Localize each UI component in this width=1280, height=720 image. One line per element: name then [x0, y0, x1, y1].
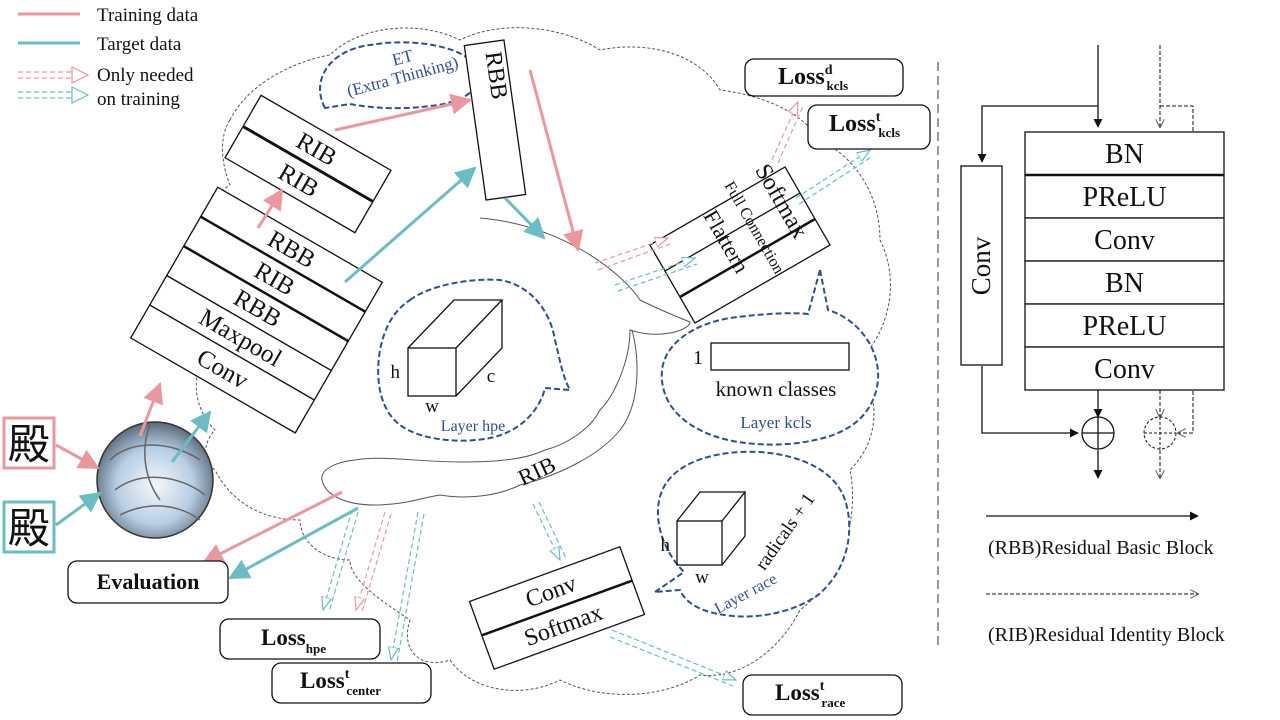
rib-legend-label: (RIB)Residual Identity Block: [988, 624, 1225, 646]
residual-stack-cell: [1024, 260, 1225, 305]
arrow-et-to-rbb: [334, 93, 473, 132]
loss-race-sup: t: [820, 679, 825, 694]
arrow-brain-to-backbone-target: [170, 410, 212, 463]
brain-ball: [96, 421, 214, 539]
legend-only-needed-line2: on training: [97, 89, 180, 110]
kcls-known-label: known classes: [716, 377, 837, 401]
arrow-training-to-brain: [55, 443, 100, 470]
residual-side-conv: [960, 165, 1003, 366]
loss-kcls-d-base: Loss: [778, 64, 825, 90]
kcls-vector-rect: [710, 342, 850, 371]
top-rbb-block: RBB: [463, 39, 527, 201]
loss-hpe-base: Loss: [261, 625, 306, 650]
residual-stack-cell: [1024, 303, 1225, 348]
target-char-text: 殿: [8, 507, 50, 553]
sum-circle-icon: [1081, 416, 1115, 450]
race-h-label: h: [661, 535, 671, 556]
arrow-rbb-down-target: [503, 196, 546, 240]
loss-kcls-t-sub: kcls: [878, 125, 900, 140]
arrow-target-to-brain: [55, 491, 102, 527]
loss-kcls-t-sup: t: [876, 110, 881, 125]
residual-stack-label: PReLU: [1083, 311, 1167, 342]
arrow-brain-to-backbone-train: [138, 382, 164, 437]
residual-side-conv-label: Conv: [966, 236, 996, 295]
dashed-arrows-to-classifier: [594, 238, 698, 292]
et-rib-block: RIB RIB: [224, 94, 392, 234]
arrow-backbone-to-et: [256, 188, 284, 229]
hpe-h-label: h: [391, 362, 401, 383]
dashed-arrows-to-kcls-losses: [771, 102, 874, 205]
et-bubble-line1: ET: [390, 46, 416, 70]
classifier-block: Flattern: [649, 166, 831, 324]
loss-center-sub: center: [346, 683, 381, 698]
race-cuboid-icon: [676, 491, 747, 566]
legend-target-label: Target data: [97, 34, 182, 55]
arrow-to-evaluation-target: [228, 506, 359, 580]
hpe-caption: Layer hpe: [441, 418, 505, 435]
residual-stack-cell: [1024, 131, 1225, 176]
et-thought-bubble: ET (Extra Thinking): [319, 41, 479, 110]
input-target-char: 殿: [2, 500, 56, 554]
kcls-one-label: 1: [693, 347, 703, 369]
loss-center-sup: t: [345, 667, 350, 682]
loss-race-sub: race: [821, 695, 845, 710]
identity-sum-circle-icon: [1143, 416, 1177, 450]
residual-stack-label: PReLU: [1083, 182, 1167, 213]
layer-hpe-bubble: h w c Layer hpe: [377, 278, 572, 442]
loss-kcls-d-sup: d: [825, 63, 833, 78]
svg-text:Losshpe: Losshpe: [261, 625, 326, 656]
loss-hpe-box: Losshpe: [219, 618, 381, 660]
training-char-text: 殿: [8, 423, 50, 469]
layer-kcls-bubble: 1 known classes Layer kcls: [660, 269, 880, 446]
kcls-caption: Layer kcls: [740, 413, 811, 432]
hpe-cuboid-icon: [407, 299, 504, 397]
inner-cortex-shape: [321, 217, 691, 506]
hpe-w-label: w: [425, 396, 439, 417]
residual-stack-cell: [1024, 174, 1225, 219]
residual-stack-cell: [1024, 346, 1225, 391]
dashed-arrow-to-race-loss: [609, 629, 736, 687]
evaluation-box: Evaluation: [67, 560, 229, 604]
legend-training-label: Training data: [97, 5, 199, 26]
arrow-backbone-to-rbb: [344, 166, 477, 284]
evaluation-label: Evaluation: [97, 569, 200, 594]
dashed-arrows-to-hpe-center: [323, 509, 425, 663]
residual-stack-label: BN: [1105, 139, 1144, 170]
loss-kcls-d-sub: kcls: [826, 78, 848, 93]
hpe-c-label: c: [487, 366, 495, 387]
layer-race-bubble: h w radicals + 1 Layer race: [651, 450, 851, 617]
backbone-stack: RBB RIB RBB Maxpool Conv: [129, 186, 384, 434]
race-w-label: w: [695, 567, 709, 588]
loss-kcls-t-base: Loss: [829, 111, 876, 137]
dashed-arrow-to-race-block: [532, 501, 567, 560]
residual-stack-label: Conv: [1094, 225, 1155, 256]
loss-center-base: Loss: [300, 668, 345, 693]
legend: Training data Target data Only needed on…: [18, 5, 199, 110]
arrow-rbb-down-train: [528, 69, 584, 253]
residual-stack-label: Conv: [1094, 354, 1155, 385]
thinking-cloud-outline: [192, 27, 891, 695]
residual-stack-label: BN: [1105, 268, 1144, 299]
arrow-to-evaluation-train: [202, 490, 343, 564]
loss-race-base: Loss: [775, 680, 820, 705]
race-block: Conv Softmax: [468, 545, 646, 671]
rbb-legend-label: (RBB)Residual Basic Block: [988, 537, 1214, 559]
loss-hpe-sub: hpe: [306, 641, 326, 656]
legend-only-needed-line1: Only needed: [97, 65, 194, 86]
residual-stack-cell: [1024, 217, 1225, 262]
input-training-char: 殿: [2, 416, 56, 470]
legend-dashed-arrow-icons: [18, 66, 90, 104]
